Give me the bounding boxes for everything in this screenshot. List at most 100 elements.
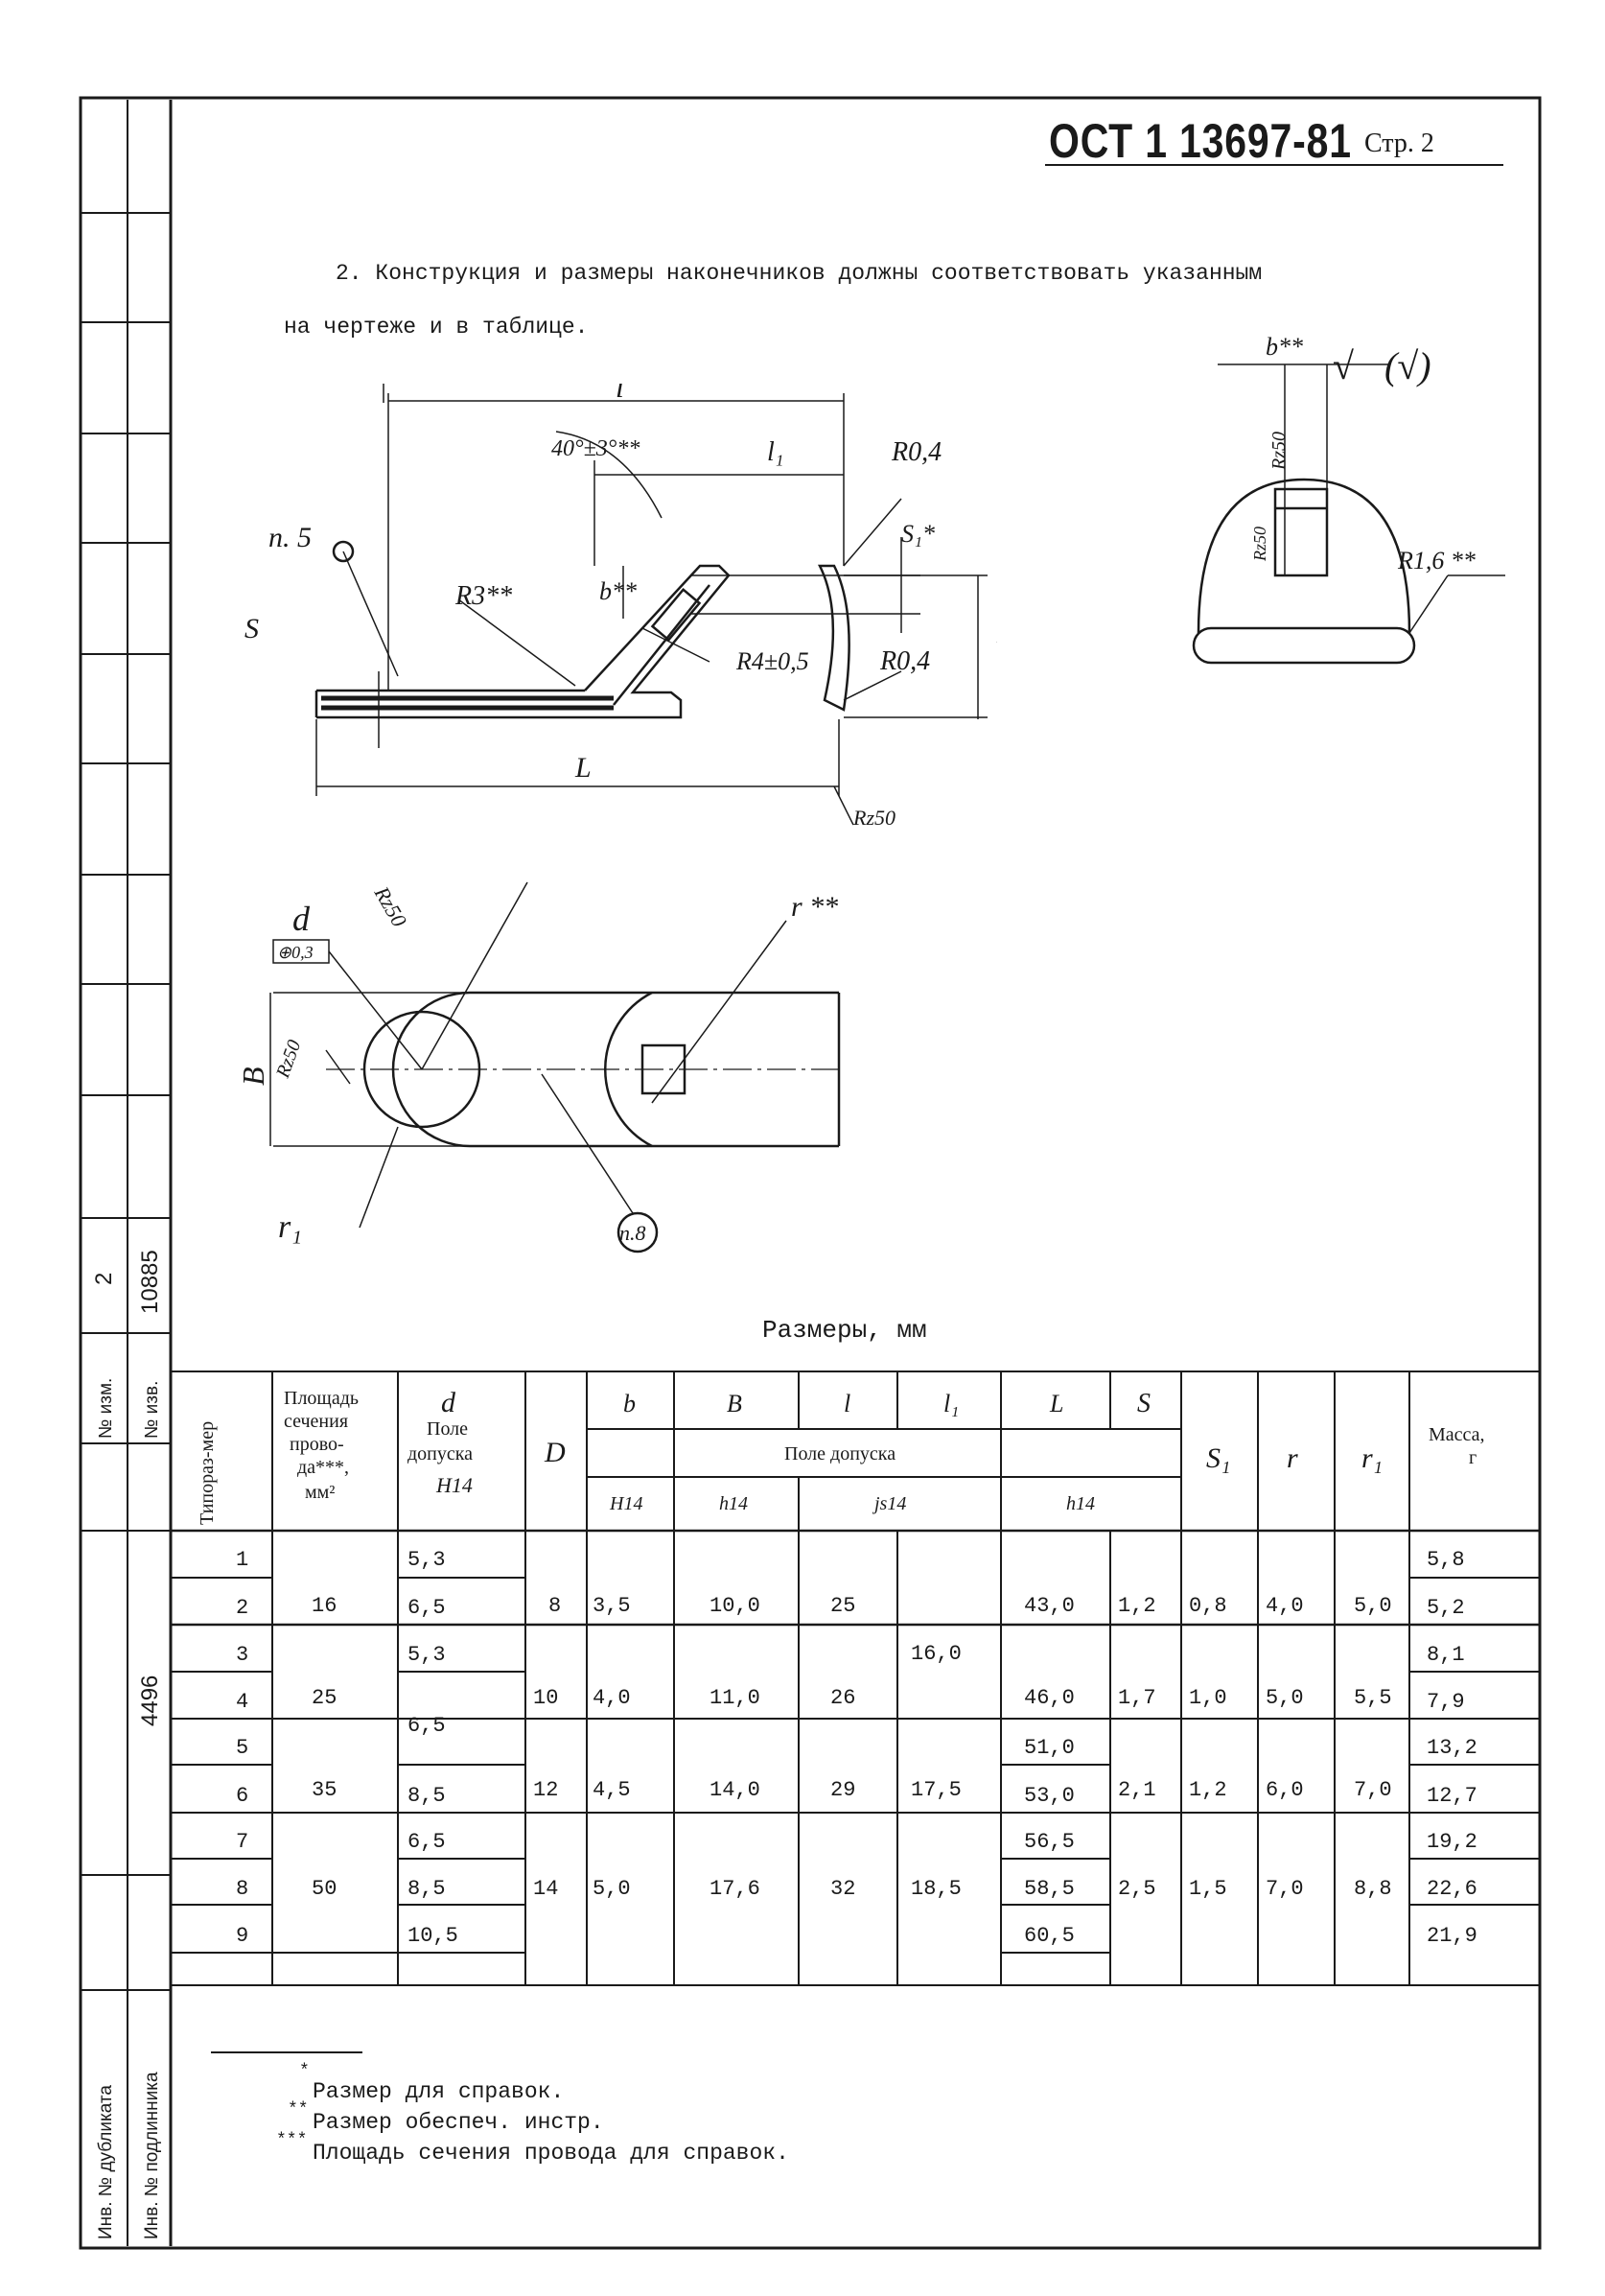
- cell-n-8: 8: [236, 1877, 248, 1901]
- document-code: ОСТ 1 13697-81: [1049, 114, 1352, 168]
- g3-r: 6,0: [1266, 1778, 1304, 1802]
- label-r4: R4±0,5: [735, 647, 809, 675]
- label-s1: S₁*: [901, 520, 935, 548]
- original-label: Инв. № подлинника: [142, 2072, 162, 2239]
- cell-d-2: 6,5: [407, 1596, 446, 1620]
- paragraph-line-2: на чертеже и в таблице.: [284, 315, 589, 340]
- g2-r1: 5,5: [1354, 1686, 1392, 1710]
- g2-D: 10: [533, 1686, 558, 1710]
- th-area-4: да***,: [297, 1457, 349, 1478]
- g4-area: 50: [312, 1877, 337, 1901]
- g3-D: 12: [533, 1778, 558, 1802]
- cell-n-1: 1: [236, 1548, 248, 1572]
- page-number: Стр. 2: [1364, 129, 1434, 158]
- th-area-1: Площадь: [284, 1388, 359, 1409]
- cell-mass-6: 12,7: [1427, 1784, 1477, 1808]
- th-r1: r₁: [1361, 1442, 1383, 1474]
- g4-b: 5,0: [593, 1877, 631, 1901]
- th-area-2: сечения: [284, 1411, 348, 1432]
- g3-b: 4,5: [593, 1778, 631, 1802]
- cell-mass-5: 13,2: [1427, 1736, 1477, 1760]
- g1-S: 1,2: [1118, 1594, 1156, 1618]
- side-view-drawing: l 40°±3°** l₁ R0,4 S₁* п. 5 R3** b** R4±…: [244, 384, 997, 830]
- l1-merged-b: 17,5: [911, 1778, 962, 1802]
- label-rz50-c: Rz50: [1250, 527, 1269, 562]
- g4-r1: 8,8: [1354, 1877, 1392, 1901]
- g3-l: 29: [830, 1778, 855, 1802]
- g4-B: 17,6: [709, 1877, 760, 1901]
- label-L: L: [574, 752, 592, 784]
- label-p8: п.8: [619, 1221, 646, 1245]
- footnote-mark-3: ***: [276, 2131, 308, 2150]
- g1-S1: 0,8: [1189, 1594, 1227, 1618]
- g3-S: 2,1: [1118, 1778, 1156, 1802]
- cell-d-6: 8,5: [407, 1784, 446, 1808]
- label-r1: r₁: [278, 1209, 302, 1245]
- g3-S1: 1,2: [1189, 1778, 1227, 1802]
- top-view-drawing: d ⊕0,3 Rz50 Rz50 r ** B r₁ п.8: [236, 881, 844, 1253]
- g3-B: 14,0: [709, 1778, 760, 1802]
- g4-L8: 58,5: [1024, 1877, 1075, 1901]
- th-mass-1: Масса,: [1429, 1424, 1485, 1445]
- th-field: Поле допуска: [784, 1443, 896, 1464]
- th-mass-2: г: [1469, 1447, 1477, 1468]
- th-tol-l: js14: [872, 1493, 906, 1514]
- cell-mass-9: 21,9: [1427, 1924, 1477, 1948]
- label-rz50-b: Rz50: [1268, 432, 1290, 471]
- cell-d-8: 8,5: [407, 1877, 446, 1901]
- surface-mark-text: (√): [1384, 344, 1431, 387]
- label-r04-bottom: R0,4: [879, 646, 930, 676]
- label-b2: b**: [1266, 333, 1303, 361]
- g4-D: 14: [533, 1877, 558, 1901]
- th-l: l: [844, 1390, 850, 1417]
- cell-n-9: 9: [236, 1924, 248, 1948]
- th-r: r: [1287, 1442, 1298, 1474]
- footnote-mark-1: *: [299, 2062, 310, 2081]
- th-tol-B: h14: [719, 1493, 748, 1514]
- label-l: l: [616, 384, 624, 404]
- g1-l: 25: [830, 1594, 855, 1618]
- cell-n-4: 4: [236, 1690, 248, 1714]
- th-d-tol: H14: [435, 1473, 473, 1497]
- cell-d-7: 6,5: [407, 1830, 446, 1854]
- notice-no: 10885: [137, 1250, 163, 1314]
- footnote-mark-2: **: [288, 2100, 309, 2120]
- footnote-text-2: Размер обеспеч. инстр.: [313, 2110, 604, 2135]
- th-S: S: [1137, 1389, 1151, 1418]
- cell-mass-4: 7,9: [1427, 1690, 1465, 1714]
- label-r16: R1,6 **: [1397, 547, 1476, 574]
- footnote-text-1: Размер для справок.: [313, 2079, 565, 2104]
- g1-b: 3,5: [593, 1594, 631, 1618]
- th-B: B: [727, 1390, 742, 1417]
- g1-r1: 5,0: [1354, 1594, 1392, 1618]
- g2-B: 11,0: [709, 1686, 760, 1710]
- th-D: D: [544, 1437, 566, 1468]
- th-S1: S₁: [1206, 1442, 1230, 1474]
- label-r-star: r **: [791, 891, 838, 923]
- footnote-text-3: Площадь сечения провода для справок.: [313, 2141, 789, 2166]
- label-d-star: D*: [996, 618, 997, 649]
- th-tol-L: h14: [1066, 1493, 1095, 1514]
- g2-S: 1,7: [1118, 1686, 1156, 1710]
- label-p5: п. 5: [268, 522, 312, 553]
- g4-r: 7,0: [1266, 1877, 1304, 1901]
- label-b-star: b**: [599, 577, 637, 605]
- th-typesize: Типораз-мер: [197, 1421, 218, 1525]
- g4-L7: 56,5: [1024, 1830, 1075, 1854]
- cell-n-7: 7: [236, 1830, 248, 1854]
- dimensions-caption: Размеры, мм: [762, 1316, 927, 1345]
- g2-r: 5,0: [1266, 1686, 1304, 1710]
- g4-S1: 1,5: [1189, 1877, 1227, 1901]
- label-l1: l₁: [767, 437, 784, 467]
- th-area-5: мм²: [305, 1482, 335, 1503]
- th-d: d: [441, 1387, 456, 1418]
- cell-d-9: 10,5: [407, 1924, 458, 1948]
- duplicate-label: Инв. № дубликата: [96, 2085, 116, 2239]
- label-r04-top: R0,4: [891, 437, 942, 467]
- cell-d-3: 5,3: [407, 1643, 446, 1667]
- cell-mass-2: 5,2: [1427, 1596, 1465, 1620]
- label-s: S: [244, 613, 259, 644]
- th-l1: l₁: [943, 1390, 959, 1417]
- surface-mark: √: [1333, 344, 1354, 387]
